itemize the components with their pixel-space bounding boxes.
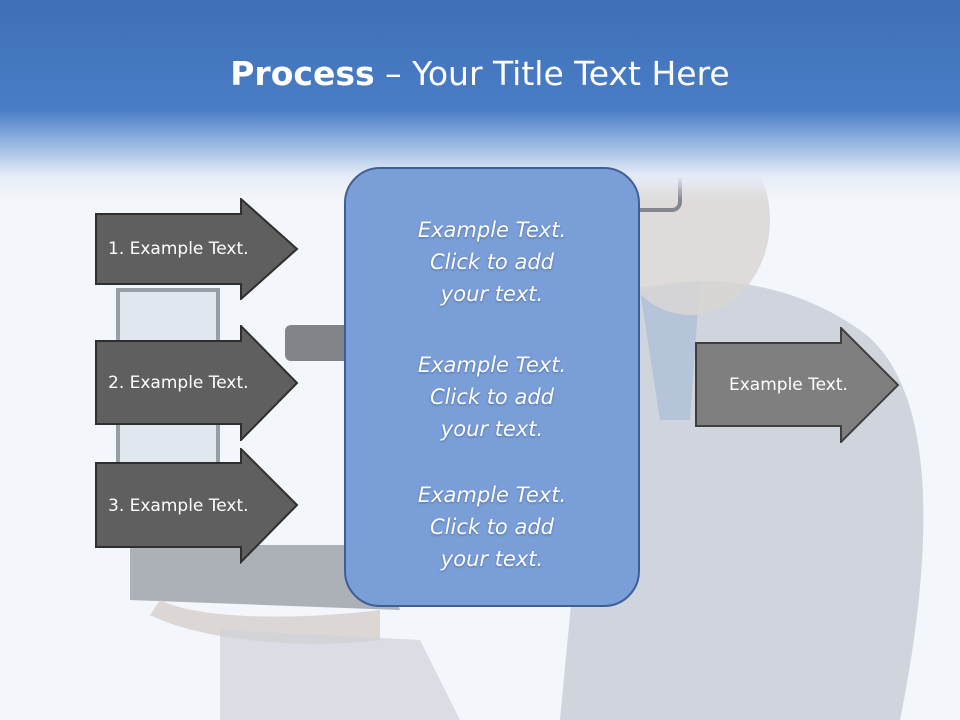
center-block-1: Example Text. Click to add your text.	[346, 214, 638, 310]
left-arrow-2[interactable]: 2. Example Text.	[95, 325, 299, 441]
center-block-3: Example Text. Click to add your text.	[346, 479, 638, 575]
arrow-shape-icon	[695, 327, 900, 443]
center-block-2-line1: Example Text.	[417, 353, 567, 377]
title-bold: Process	[230, 54, 375, 93]
left-arrow-3[interactable]: 3. Example Text.	[95, 448, 299, 564]
center-block-1-line2: Click to add	[429, 250, 554, 274]
center-block-2-line2: Click to add	[429, 385, 554, 409]
arrow-shape-icon	[95, 448, 299, 564]
left-arrow-1[interactable]: 1. Example Text.	[95, 198, 299, 300]
arrow-shape-icon	[95, 325, 299, 441]
center-block-3-line1: Example Text.	[417, 483, 567, 507]
slide-title: Process – Your Title Text Here	[0, 52, 960, 96]
left-arrow-2-label: 2. Example Text.	[108, 373, 249, 393]
header-band	[0, 0, 960, 200]
center-block-1-line3: your text.	[440, 282, 544, 306]
center-block-3-line2: Click to add	[429, 515, 554, 539]
center-text-box[interactable]: Example Text. Click to add your text. Ex…	[344, 167, 640, 607]
center-block-3-line3: your text.	[440, 547, 544, 571]
right-arrow[interactable]: Example Text.	[695, 327, 900, 443]
left-arrow-3-label: 3. Example Text.	[108, 496, 249, 516]
right-arrow-label: Example Text.	[729, 375, 848, 395]
left-arrow-1-label: 1. Example Text.	[108, 239, 249, 259]
center-block-2-line3: your text.	[440, 417, 544, 441]
arrow-shape-icon	[95, 198, 299, 300]
title-rest: – Your Title Text Here	[374, 54, 730, 93]
center-block-1-line1: Example Text.	[417, 218, 567, 242]
center-block-2: Example Text. Click to add your text.	[346, 349, 638, 445]
